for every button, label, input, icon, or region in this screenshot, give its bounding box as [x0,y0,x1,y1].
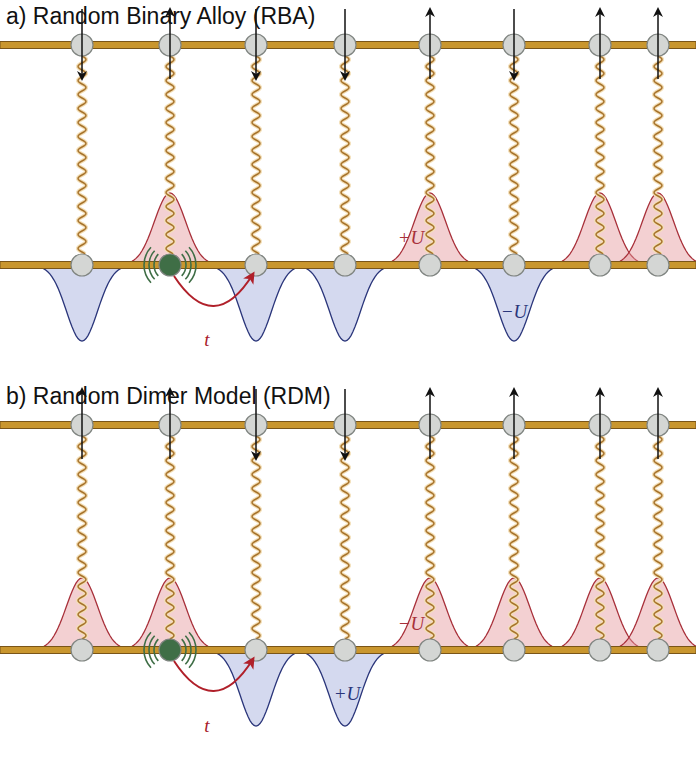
vibration-arc [154,254,158,276]
coupling-line [654,436,662,639]
coupling-line [341,436,349,639]
coupling-glow [596,436,604,639]
spin-up [429,389,431,459]
coupling-glow [166,436,174,639]
coupling-glow [426,436,434,639]
lattice-site [245,254,267,276]
lattice-site [334,639,356,661]
vibration-arc [149,636,155,665]
panel-heading: a) Random Binary Alloy (RBA) [6,4,315,29]
coupling-glow [341,56,349,254]
coupling-line [78,56,86,254]
coupling-line [78,436,86,639]
coupling-glow [252,436,260,639]
vibration-arc [182,639,186,661]
hopping-arrow [174,659,253,691]
potential-label: +U [334,684,361,705]
spin-up [429,9,431,79]
coupling-glow [166,56,174,254]
spin-down [344,389,346,459]
coupling-line [596,436,604,639]
vibration-arc [144,632,151,667]
vibration-arc [149,251,155,280]
coupling-line [252,436,260,639]
lattice-site [589,639,611,661]
spin-down [344,9,346,79]
coupling-line [166,56,174,254]
coupling-line [596,56,604,254]
coupling-glow [426,56,434,254]
vibration-arc [154,639,158,661]
coupling-line [166,436,174,639]
coupling-glow [78,436,86,639]
coupling-line [654,56,662,254]
lattice-site [647,639,669,661]
coupling-line [341,56,349,254]
potential-bump [606,193,696,265]
lattice-site [503,254,525,276]
lattice-site [334,254,356,276]
spin-up [513,389,515,459]
spin-up [599,9,601,79]
hopping-arrow [174,274,253,306]
lattice-site [589,254,611,276]
lattice-site [647,254,669,276]
lattice-site [159,639,181,661]
potential-label: −U [501,302,528,323]
potential-bump [606,578,696,650]
vibration-arc [144,247,151,282]
coupling-glow [654,436,662,639]
spin-up [599,389,601,459]
lattice-site [245,639,267,661]
potential-label: +U [398,228,425,249]
lattice-site [159,254,181,276]
hopping-label: t [204,716,209,737]
coupling-glow [252,56,260,254]
spin-down [513,9,515,79]
panel-heading: b) Random Dimer Model (RDM) [6,384,331,409]
lattice-site [503,639,525,661]
coupling-line [426,56,434,254]
lattice-site [419,254,441,276]
coupling-line [510,56,518,254]
vibration-arc [189,632,196,667]
coupling-line [510,436,518,639]
coupling-line [426,436,434,639]
lattice-site [71,639,93,661]
vibration-arc [185,636,191,665]
spin-up [657,389,659,459]
hopping-label: t [204,330,209,351]
coupling-line [252,56,260,254]
lattice-site [71,254,93,276]
coupling-glow [596,56,604,254]
lattice-site [419,639,441,661]
potential-label: −U [398,614,425,635]
coupling-glow [510,56,518,254]
vibration-arc [185,251,191,280]
coupling-glow [654,56,662,254]
coupling-glow [510,436,518,639]
coupling-glow [341,436,349,639]
spin-up [657,9,659,79]
coupling-glow [78,56,86,254]
vibration-arc [182,254,186,276]
vibration-arc [189,247,196,282]
